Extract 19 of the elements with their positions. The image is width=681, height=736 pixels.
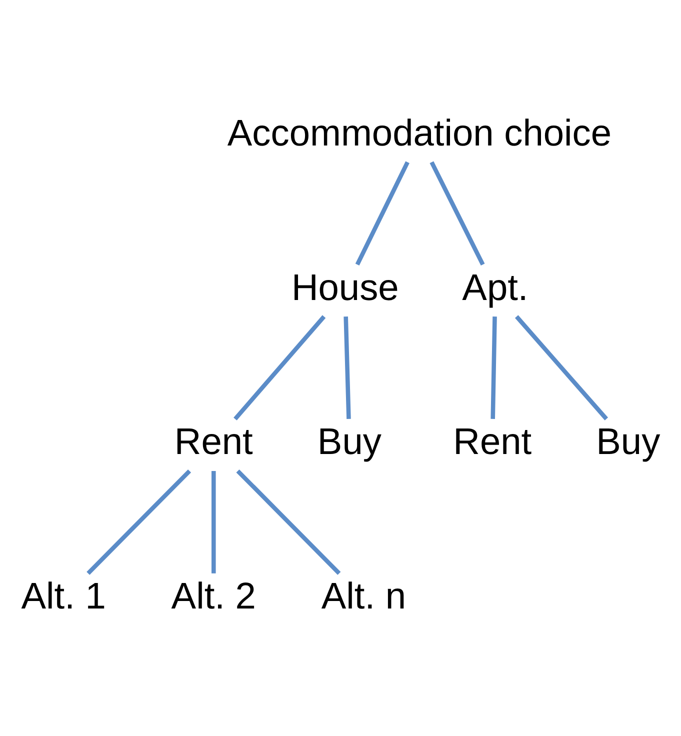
connector [344, 316, 351, 420]
connector [430, 161, 485, 266]
node-text: Buy [596, 420, 660, 462]
node-text: House [291, 266, 399, 308]
node-text: Rent [174, 420, 253, 462]
connector [514, 315, 608, 420]
connector [236, 469, 341, 575]
connector [86, 469, 192, 575]
connector [355, 161, 410, 266]
node-text: Alt. n [321, 574, 406, 617]
connector [490, 316, 497, 420]
node-text: Alt. 2 [171, 574, 256, 617]
node-text: Apt. [462, 266, 528, 308]
node-text: Accommodation choice [227, 111, 612, 154]
node-text: Buy [317, 420, 382, 462]
node-text: Rent [453, 420, 532, 462]
connector [212, 470, 216, 574]
node-text: Alt. 1 [21, 574, 106, 617]
connector [234, 315, 326, 420]
